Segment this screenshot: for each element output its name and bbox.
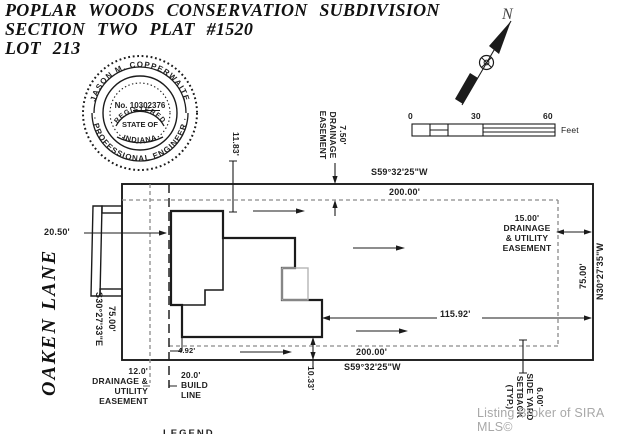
top-bearing: S59°32'25"W — [371, 167, 428, 177]
drainage-easement-top-label: 7.50' DRAINAGE EASEMENT — [318, 110, 348, 160]
svg-text:INDIANA: INDIANA — [122, 133, 158, 145]
title-line-2: SECTION TWO PLAT #1520 — [5, 19, 254, 39]
left-distance: 75.00' — [107, 306, 117, 332]
seal-inner-circle — [102, 75, 178, 151]
build-line-label: 20.0' BUILD LINE — [181, 370, 208, 400]
mls-watermark: Listing Broker of SIRA MLS© — [477, 406, 604, 434]
drainage-utility-left-label: 12.0' DRAINAGE & UTILITY EASEMENT — [92, 366, 148, 406]
seal-state-of: STATE OF — [122, 120, 158, 129]
deck-outline — [281, 267, 309, 301]
easement-lines — [122, 184, 559, 388]
title-line-3: LOT 213 — [5, 38, 81, 58]
seal-license-number: No. 10302376 — [115, 101, 166, 110]
scale-tick-0: 0 — [408, 111, 413, 121]
property-boundary — [121, 183, 594, 361]
drainage-utility-right-label: 15.00' DRAINAGE & UTILITY EASEMENT — [502, 213, 552, 253]
house-top-offset-label: 11.83' — [231, 132, 241, 157]
title-line-1: POPLAR WOODS CONSERVATION SUBDIVISION — [5, 0, 440, 20]
flow-arrows — [240, 208, 408, 355]
street-name: OAKEN LANE — [38, 248, 60, 396]
house-interior-wall — [182, 238, 224, 306]
north-label: N — [502, 6, 513, 23]
front-offset-label: 20.50' — [44, 227, 70, 237]
rear-length-label: 115.92' — [440, 309, 471, 319]
corner-offset-label: 4.92' — [178, 346, 196, 355]
bottom-bearing: S59°32'25"W — [344, 362, 401, 372]
right-distance: 75.00' — [578, 263, 588, 289]
legend-heading-clipped: LEGEND — [163, 428, 243, 434]
road-edge — [90, 205, 123, 297]
svg-text:JASON M. COPPERWAITE: JASON M. COPPERWAITE — [89, 60, 192, 103]
right-bearing: N30°27'35"W — [595, 242, 605, 300]
house-footprint — [169, 209, 324, 339]
left-bearing: S30°27'33"E — [94, 292, 104, 347]
seal-outer-ring — [82, 55, 198, 171]
scale-tick-30: 30 — [471, 111, 481, 121]
title-block: POPLAR WOODS CONSERVATION SUBDIVISION SE… — [5, 1, 440, 58]
rear-offset-label: 10.33' — [306, 366, 316, 391]
scale-tick-60: 60 — [543, 111, 553, 121]
scale-unit: Feet — [561, 125, 579, 135]
top-distance: 200.00' — [389, 187, 421, 197]
seal-state-name: INDIANA — [122, 133, 158, 145]
legend-heading: LEGEND — [163, 428, 215, 434]
seal-name-arc: JASON M. COPPERWAITE — [89, 60, 191, 103]
dimension-lines — [84, 160, 592, 374]
bottom-distance: 200.00' — [356, 347, 388, 357]
scale-bar — [411, 123, 556, 137]
seal-inner-dotted-ring — [109, 82, 171, 144]
north-arrow-icon — [455, 20, 512, 106]
engineer-seal: JASON M. COPPERWAITE · PROFESSIONAL ENGI… — [82, 55, 198, 171]
